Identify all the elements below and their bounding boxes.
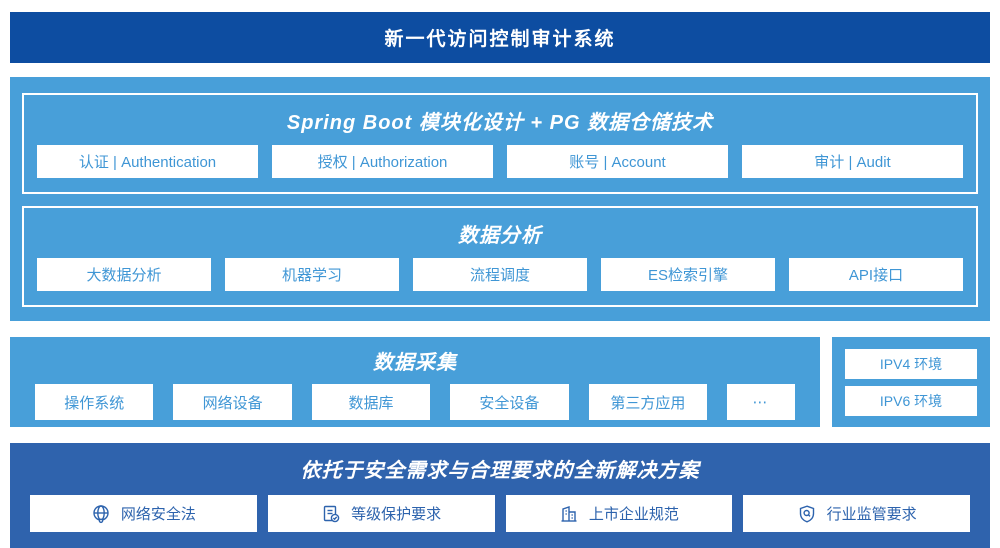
- collection-row: 数据采集 操作系统 网络设备 数据库 安全设备 第三方应用 ⋯ IPV4 环境 …: [10, 337, 990, 427]
- source-database: 数据库: [311, 384, 431, 420]
- solution-item-label: 上市企业规范: [588, 506, 679, 523]
- analysis-module-row: 大数据分析 机器学习 流程调度 ES检索引擎 API接口: [37, 258, 963, 291]
- shield-search-icon: [797, 504, 817, 524]
- section-solution-title: 依托于安全需求与合理要求的全新解决方案: [300, 460, 700, 482]
- solution-item-label: 网络安全法: [120, 506, 196, 523]
- source-operating-system: 操作系统: [35, 384, 154, 420]
- solution-classified-protection: 等级保护要求: [267, 495, 495, 532]
- globe-icon: [91, 504, 111, 524]
- solution-item-label: 等级保护要求: [351, 506, 442, 523]
- source-third-party-app: 第三方应用: [588, 384, 708, 420]
- solution-industry-regulation: 行业监管要求: [743, 495, 970, 532]
- section-data-analysis: 数据分析 大数据分析 机器学习 流程调度 ES检索引擎 API接口: [22, 206, 978, 307]
- source-more-ellipsis: ⋯: [727, 384, 796, 420]
- module-api-interface: API接口: [789, 258, 963, 291]
- collection-source-row: 操作系统 网络设备 数据库 安全设备 第三方应用 ⋯: [10, 384, 820, 420]
- solution-item-label: 行业监管要求: [826, 506, 917, 523]
- section-solution: 依托于安全需求与合理要求的全新解决方案 网络安全法: [10, 443, 990, 548]
- environment-panel: IPV4 环境 IPV6 环境: [832, 337, 990, 427]
- module-machine-learning: 机器学习: [225, 258, 399, 291]
- source-network-device: 网络设备: [173, 384, 292, 420]
- env-ipv4: IPV4 环境: [845, 348, 977, 379]
- module-authentication: 认证 | Authentication: [37, 145, 258, 178]
- solution-item-row: 网络安全法 等级保护要求: [30, 495, 970, 532]
- section-spring-boot-title: Spring Boot 模块化设计 + PG 数据仓储技术: [286, 112, 714, 134]
- solution-cybersecurity-law: 网络安全法: [30, 495, 257, 532]
- main-title: 新一代访问控制审计系统: [384, 29, 616, 50]
- auth-module-row: 认证 | Authentication 授权 | Authorization 账…: [37, 145, 963, 178]
- module-account: 账号 | Account: [507, 145, 728, 178]
- section-data-analysis-title: 数据分析: [458, 225, 542, 247]
- module-audit: 审计 | Audit: [742, 145, 963, 178]
- document-check-icon: [321, 504, 341, 524]
- env-ipv6: IPV6 环境: [845, 385, 977, 416]
- module-es-search-engine: ES检索引擎: [601, 258, 775, 291]
- module-authorization: 授权 | Authorization: [272, 145, 493, 178]
- section-data-collection: 数据采集 操作系统 网络设备 数据库 安全设备 第三方应用 ⋯: [10, 337, 820, 427]
- section-spring-boot: Spring Boot 模块化设计 + PG 数据仓储技术 认证 | Authe…: [22, 93, 978, 194]
- module-process-scheduling: 流程调度: [413, 258, 587, 291]
- module-bigdata-analysis: 大数据分析: [37, 258, 211, 291]
- platform-container: Spring Boot 模块化设计 + PG 数据仓储技术 认证 | Authe…: [10, 77, 990, 321]
- main-title-banner: 新一代访问控制审计系统: [10, 12, 990, 63]
- solution-listed-company: 上市企业规范: [505, 495, 733, 532]
- buildings-icon: [559, 504, 579, 524]
- section-data-collection-title: 数据采集: [373, 352, 457, 374]
- source-security-device: 安全设备: [450, 384, 569, 420]
